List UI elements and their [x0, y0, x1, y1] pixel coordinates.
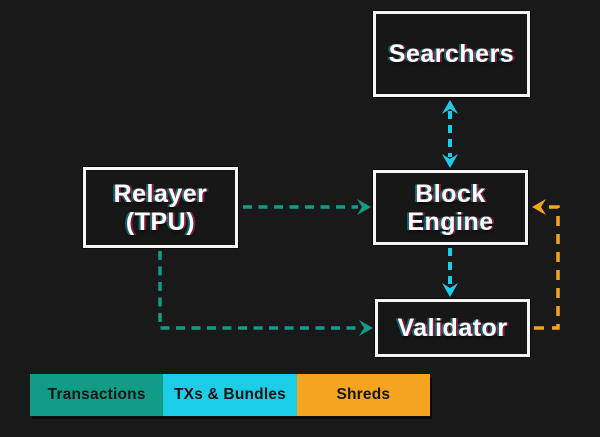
node-searchers: Searchers — [373, 11, 530, 97]
node-block-engine: Block Engine — [373, 170, 528, 245]
legend-item-txs-bundles-label: TXs & Bundles — [174, 386, 286, 403]
arrowhead-left-icon — [532, 199, 546, 215]
legend: Transactions TXs & Bundles Shreds — [30, 374, 430, 416]
edge-block-engine-validator — [442, 248, 458, 297]
legend-item-transactions-label: Transactions — [47, 386, 146, 403]
node-relayer-label: Relayer (TPU) — [113, 179, 208, 236]
edge-validator-block-engine — [532, 199, 560, 330]
node-searchers-label: Searchers — [388, 40, 515, 68]
edge-searchers-block-engine — [442, 100, 458, 168]
arrowhead-down-icon — [442, 154, 458, 168]
arrowhead-down-icon — [442, 283, 458, 297]
legend-item-txs-bundles: TXs & Bundles — [163, 374, 297, 416]
legend-item-shreds: Shreds — [296, 374, 430, 416]
node-block-engine-label: Block Engine — [407, 179, 494, 236]
node-validator-label: Validator — [397, 314, 508, 342]
arrowhead-right-icon — [359, 320, 373, 336]
edge-relayer-block-engine — [243, 199, 371, 215]
arrowhead-up-icon — [442, 100, 458, 114]
legend-item-transactions: Transactions — [30, 374, 164, 416]
node-relayer: Relayer (TPU) — [83, 167, 238, 248]
arrowhead-right-icon — [357, 199, 371, 215]
legend-item-shreds-label: Shreds — [336, 386, 391, 403]
node-validator: Validator — [375, 299, 530, 357]
edge-relayer-validator — [158, 251, 373, 336]
